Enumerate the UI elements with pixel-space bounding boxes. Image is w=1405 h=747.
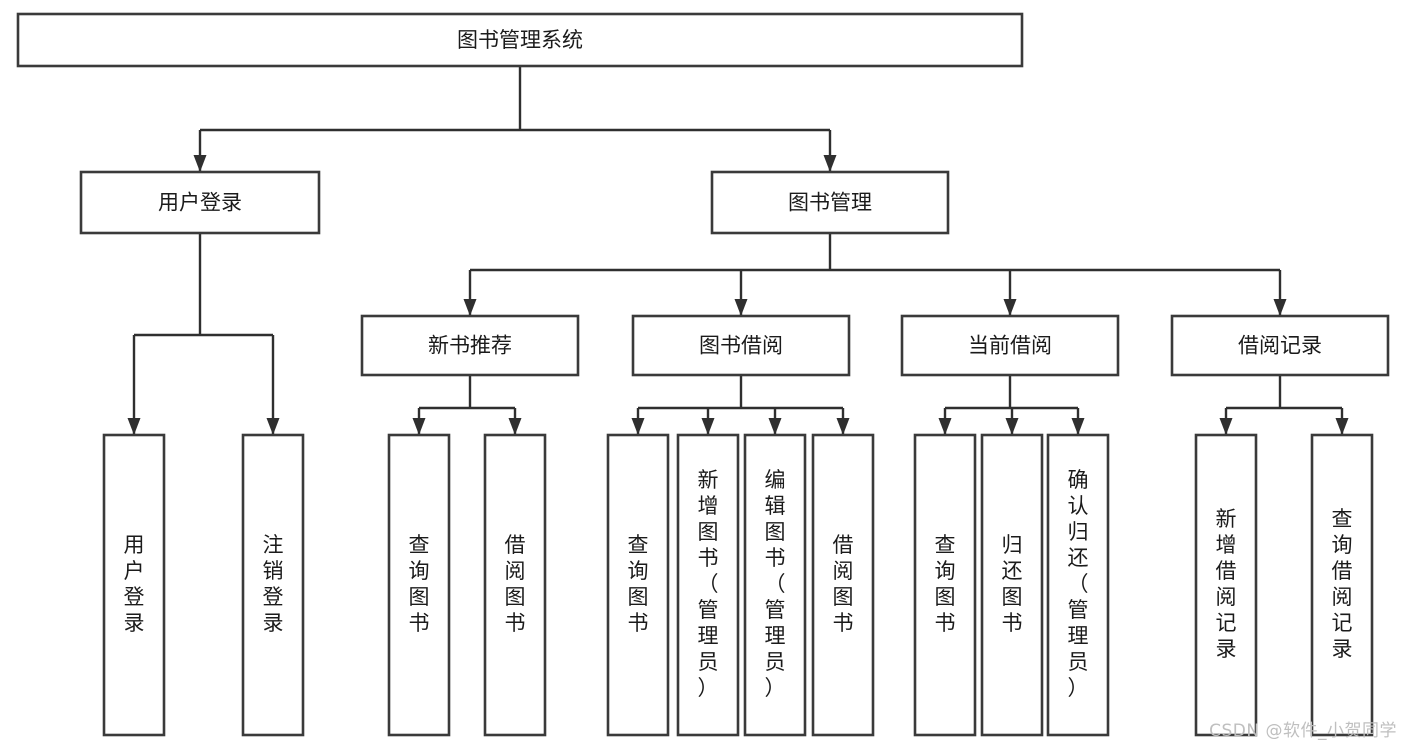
watermark-text: CSDN @软件_小贺同学 (1209, 721, 1397, 741)
node-box-borrow-record[interactable] (1170, 314, 1390, 377)
node-box-leaf-user-login[interactable] (102, 433, 166, 737)
node-root[interactable]: 图书管理系统 (16, 12, 1024, 68)
connector-group-borrow-record (1219, 375, 1349, 435)
connector-group-new-book-rec (412, 375, 522, 435)
node-book-borrow[interactable]: 图书借阅 (631, 314, 851, 377)
node-leaf-query-book-1[interactable]: 查询图书 (387, 433, 451, 737)
node-leaf-query-book-3[interactable]: 查询图书 (913, 433, 977, 737)
node-box-book-manage[interactable] (710, 170, 950, 235)
node-box-leaf-borrow-book-1[interactable] (483, 433, 547, 737)
arrow-head-icon (823, 155, 837, 172)
arrow-head-icon (938, 418, 952, 435)
arrow-head-icon (1273, 299, 1287, 316)
node-box-leaf-query-book-2[interactable] (606, 433, 670, 737)
connector-group-current-borrow (938, 375, 1085, 435)
node-label-leaf-borrow-book-2: 借阅图书 (833, 533, 854, 635)
node-label-leaf-add-record: 新增借阅记录 (1216, 507, 1237, 661)
arrow-head-icon (266, 418, 280, 435)
connector-group-root (193, 66, 837, 172)
node-label-leaf-confirm-return: 确认归还（管理员） (1068, 468, 1089, 700)
node-current-borrow[interactable]: 当前借阅 (900, 314, 1120, 377)
node-label-new-book-rec: 新书推荐 (428, 334, 512, 358)
node-label-borrow-record: 借阅记录 (1238, 334, 1322, 358)
node-label-book-borrow: 图书借阅 (699, 334, 783, 358)
node-box-leaf-query-book-3[interactable] (913, 433, 977, 737)
arrow-head-icon (1005, 418, 1019, 435)
node-book-manage[interactable]: 图书管理 (710, 170, 950, 235)
arrow-head-icon (508, 418, 522, 435)
node-user-login[interactable]: 用户登录 (79, 170, 321, 235)
arrow-head-icon (127, 418, 141, 435)
node-box-leaf-add-record[interactable] (1194, 433, 1258, 737)
connectors-layer (127, 66, 1349, 435)
arrow-head-icon (701, 418, 715, 435)
arrow-head-icon (1219, 418, 1233, 435)
node-box-leaf-edit-book[interactable] (743, 433, 807, 737)
arrow-head-icon (836, 418, 850, 435)
node-leaf-return-book[interactable]: 归还图书 (980, 433, 1044, 737)
node-box-book-borrow[interactable] (631, 314, 851, 377)
node-label-leaf-add-book: 新增图书（管理员） (698, 468, 719, 700)
arrow-head-icon (412, 418, 426, 435)
node-box-leaf-borrow-book-2[interactable] (811, 433, 875, 737)
node-box-leaf-confirm-return[interactable] (1046, 433, 1110, 737)
node-label-book-manage: 图书管理 (788, 191, 872, 215)
node-label-user-login: 用户登录 (158, 191, 242, 215)
node-leaf-user-login[interactable]: 用户登录 (102, 433, 166, 737)
node-label-leaf-logout: 注销登录 (263, 533, 284, 635)
node-leaf-query-record[interactable]: 查询借阅记录 (1310, 433, 1374, 737)
node-borrow-record[interactable]: 借阅记录 (1170, 314, 1390, 377)
node-box-leaf-logout[interactable] (241, 433, 305, 737)
arrow-head-icon (193, 155, 207, 172)
node-label-leaf-edit-book: 编辑图书（管理员） (765, 468, 786, 700)
arrow-head-icon (1335, 418, 1349, 435)
node-box-leaf-query-book-1[interactable] (387, 433, 451, 737)
arrow-head-icon (463, 299, 477, 316)
connector-group-book-borrow (631, 375, 850, 435)
arrow-head-icon (1071, 418, 1085, 435)
node-box-current-borrow[interactable] (900, 314, 1120, 377)
node-box-leaf-query-record[interactable] (1310, 433, 1374, 737)
node-box-user-login[interactable] (79, 170, 321, 235)
node-leaf-query-book-2[interactable]: 查询图书 (606, 433, 670, 737)
node-label-leaf-query-book-1: 查询图书 (409, 533, 430, 635)
node-label-current-borrow: 当前借阅 (968, 334, 1052, 358)
node-label-leaf-query-book-2: 查询图书 (628, 533, 649, 635)
node-label-leaf-return-book: 归还图书 (1002, 533, 1023, 635)
node-leaf-edit-book[interactable]: 编辑图书（管理员） (743, 433, 807, 737)
node-box-leaf-add-book[interactable] (676, 433, 740, 737)
node-leaf-logout[interactable]: 注销登录 (241, 433, 305, 737)
arrow-head-icon (631, 418, 645, 435)
node-leaf-confirm-return[interactable]: 确认归还（管理员） (1046, 433, 1110, 737)
node-box-root[interactable] (16, 12, 1024, 68)
node-label-leaf-borrow-book-1: 借阅图书 (505, 533, 526, 635)
node-box-leaf-return-book[interactable] (980, 433, 1044, 737)
node-label-leaf-query-book-3: 查询图书 (935, 533, 956, 635)
node-new-book-rec[interactable]: 新书推荐 (360, 314, 580, 377)
node-leaf-add-record[interactable]: 新增借阅记录 (1194, 433, 1258, 737)
connector-group-book-manage (463, 233, 1287, 316)
nodes-layer: 图书管理系统用户登录图书管理新书推荐图书借阅当前借阅借阅记录用户登录注销登录查询… (16, 12, 1390, 737)
arrow-head-icon (734, 299, 748, 316)
node-label-leaf-query-record: 查询借阅记录 (1332, 507, 1353, 661)
node-box-new-book-rec[interactable] (360, 314, 580, 377)
node-leaf-borrow-book-2[interactable]: 借阅图书 (811, 433, 875, 737)
node-leaf-borrow-book-1[interactable]: 借阅图书 (483, 433, 547, 737)
node-leaf-add-book[interactable]: 新增图书（管理员） (676, 433, 740, 737)
node-label-root: 图书管理系统 (457, 28, 583, 52)
arrow-head-icon (768, 418, 782, 435)
connector-group-user-login (127, 233, 280, 435)
node-label-leaf-user-login: 用户登录 (124, 533, 145, 635)
arrow-head-icon (1003, 299, 1017, 316)
